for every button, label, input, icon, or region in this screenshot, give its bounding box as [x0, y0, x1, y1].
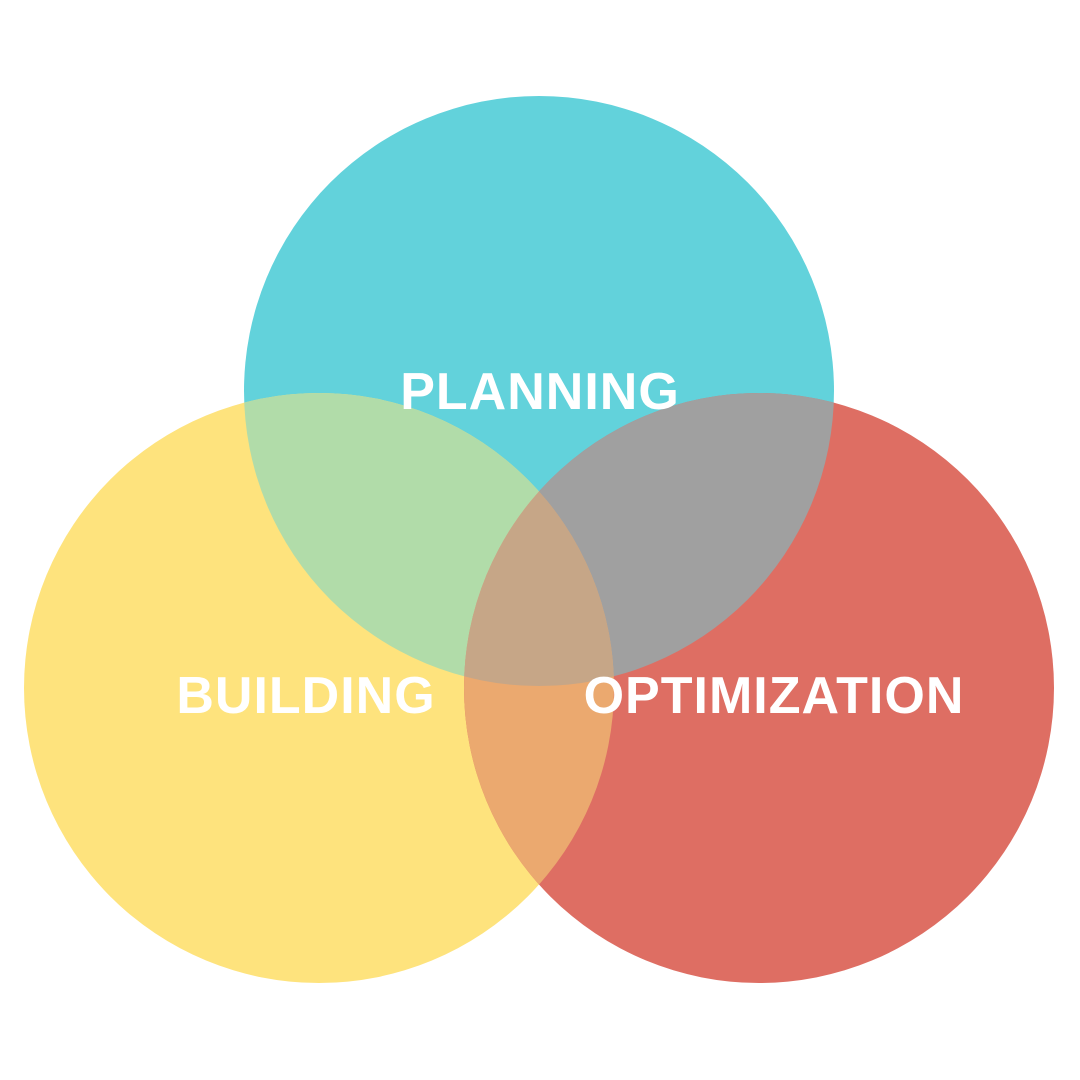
optimization-label: OPTIMIZATION: [583, 667, 965, 725]
planning-label: PLANNING: [400, 363, 680, 421]
building-label: BUILDING: [176, 667, 436, 725]
planning-building-overlap: [244, 393, 614, 686]
planning-optimization-overlap: [464, 393, 834, 686]
